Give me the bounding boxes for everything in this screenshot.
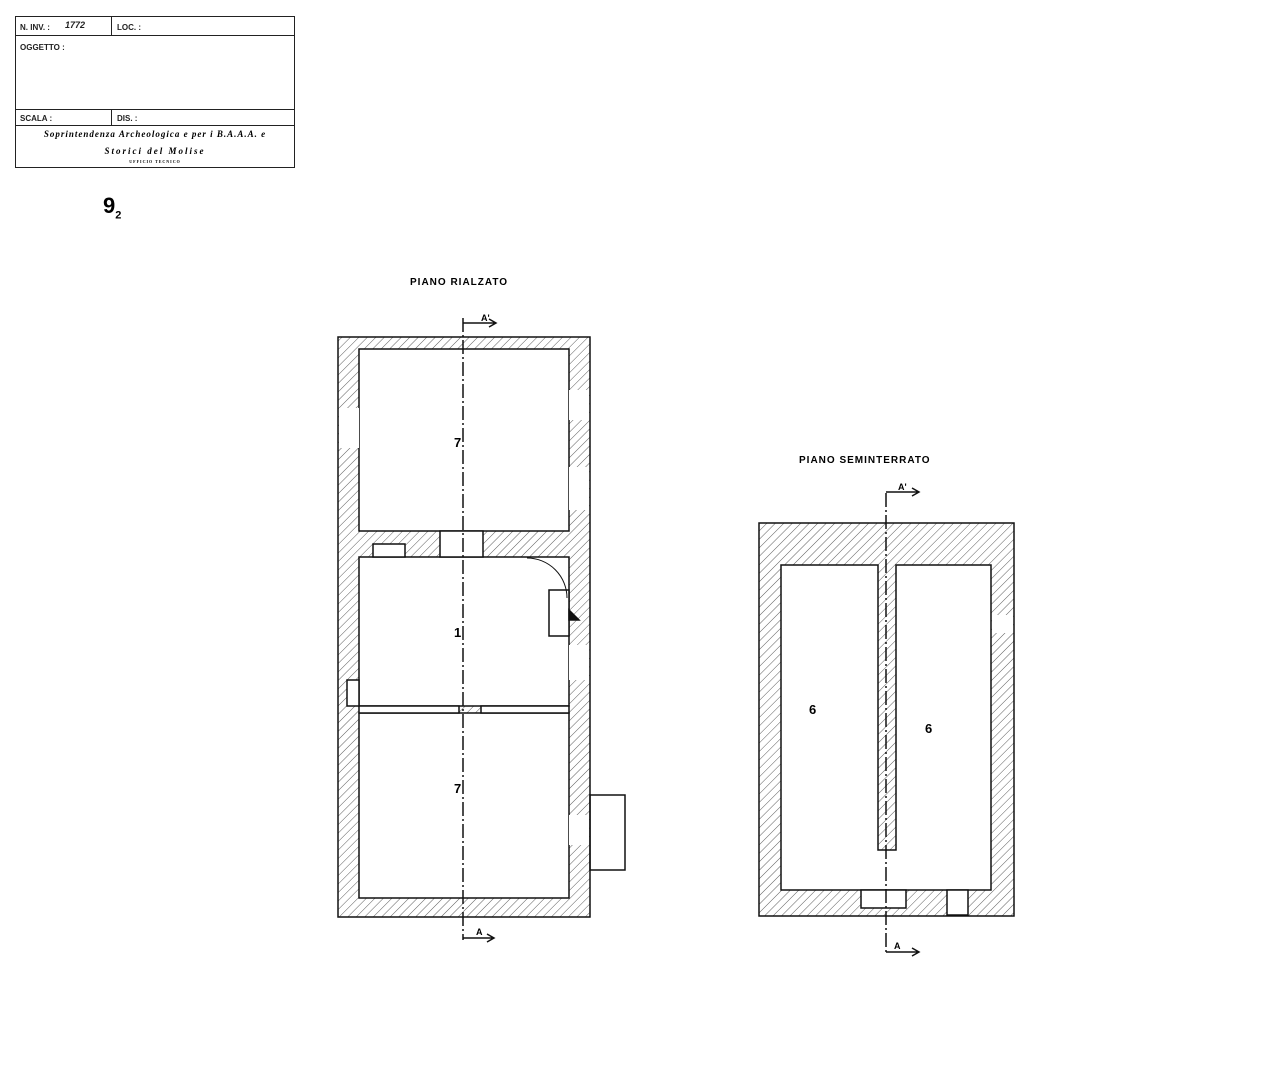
title-row-scala: SCALA : DIS. : — [16, 109, 294, 126]
niche — [372, 543, 406, 558]
door-swing — [526, 557, 568, 599]
room — [358, 348, 570, 532]
section-label-bottom: A — [894, 941, 901, 951]
institution-line-2: Storici del Molise — [104, 146, 206, 156]
window — [569, 815, 589, 845]
window — [569, 390, 589, 420]
title-row-inv: N. INV. : 1772 LOC. : — [16, 17, 294, 36]
plan-title-rialzato: PIANO RIALZATO — [410, 277, 509, 288]
section-arrow-top — [886, 487, 921, 497]
room-label: 7 — [454, 435, 461, 450]
title-block: N. INV. : 1772 LOC. : OGGETTO : SCALA : … — [15, 16, 295, 168]
room — [358, 712, 570, 899]
inv-value: 1772 — [65, 20, 86, 30]
stair — [548, 589, 570, 637]
room-label: 7 — [454, 781, 461, 796]
stair-arrow — [568, 608, 581, 621]
room-label: 1 — [454, 625, 461, 640]
room-label: 6 — [809, 702, 816, 717]
office-label: UFFICIO TECNICO — [129, 159, 181, 164]
scala-label: SCALA : — [20, 114, 53, 123]
section-label-top: A' — [898, 482, 907, 492]
oggetto-label: OGGETTO : — [20, 43, 65, 52]
rooms — [780, 564, 992, 891]
loc-label: LOC. : — [117, 23, 141, 32]
balcony — [589, 794, 626, 871]
sheet-number: 92 — [103, 193, 121, 221]
room — [358, 556, 570, 707]
doorway — [439, 530, 484, 558]
room-label: 6 — [925, 721, 932, 736]
section-arrow-bottom — [463, 933, 496, 943]
plan-seminterrato — [758, 487, 1015, 957]
institution-line-1: Soprintendenza Archeologica e per i B.A.… — [43, 129, 267, 139]
partition — [358, 705, 460, 714]
partition — [480, 705, 570, 714]
opening — [946, 889, 969, 916]
window — [992, 615, 1013, 633]
section-arrow-bottom — [886, 947, 921, 957]
niche — [346, 679, 360, 707]
section-label-bottom: A — [476, 927, 483, 937]
sheet-number-sub: 2 — [115, 209, 122, 222]
window — [339, 408, 359, 448]
plan-rialzato — [337, 318, 626, 943]
divider — [111, 110, 112, 125]
plan-title-seminterrato: PIANO SEMINTERRATO — [799, 455, 931, 466]
section-label-top: A' — [481, 313, 490, 323]
window — [569, 467, 589, 510]
window — [569, 645, 589, 680]
divider — [111, 17, 112, 35]
section-arrow-top — [463, 318, 498, 328]
sheet-number-main: 9 — [103, 193, 116, 218]
doorway — [860, 889, 907, 909]
inv-label: N. INV. : — [20, 23, 50, 32]
dis-label: DIS. : — [117, 114, 138, 123]
